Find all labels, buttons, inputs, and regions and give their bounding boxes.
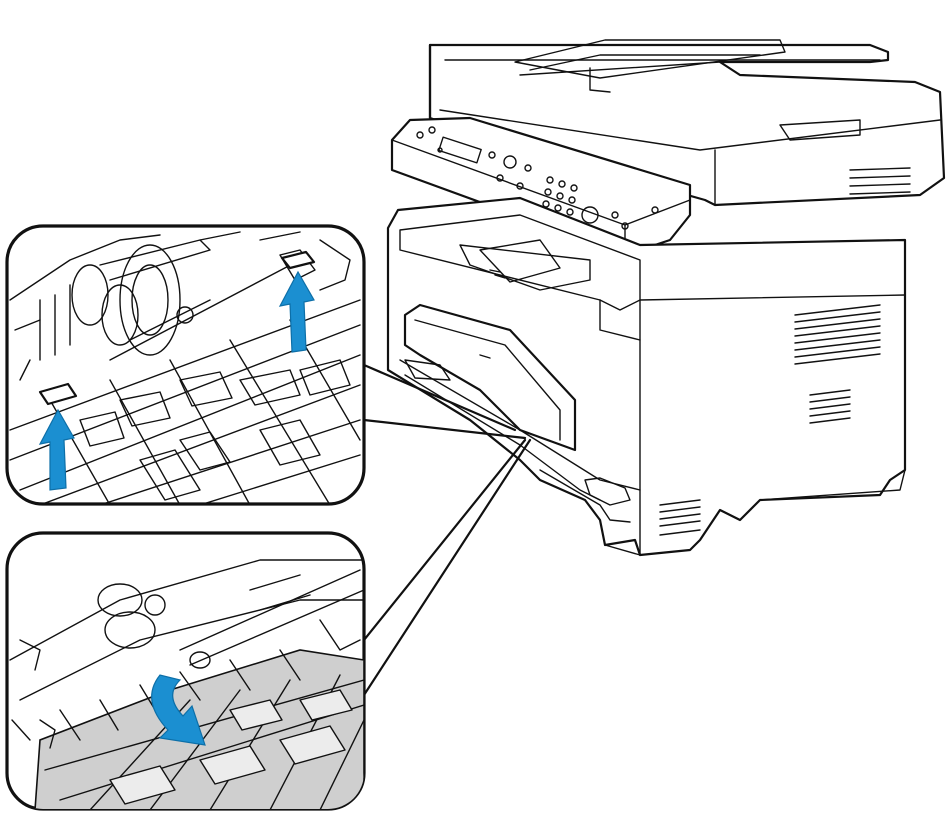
callout-lines [362, 363, 532, 697]
up-arrow-icon [38, 408, 75, 491]
top-inset [5, 224, 366, 506]
printer-icon [386, 39, 946, 557]
bottom-inset [5, 531, 366, 811]
up-arrow-icon [278, 270, 315, 353]
curved-arrow-icon [151, 674, 206, 746]
